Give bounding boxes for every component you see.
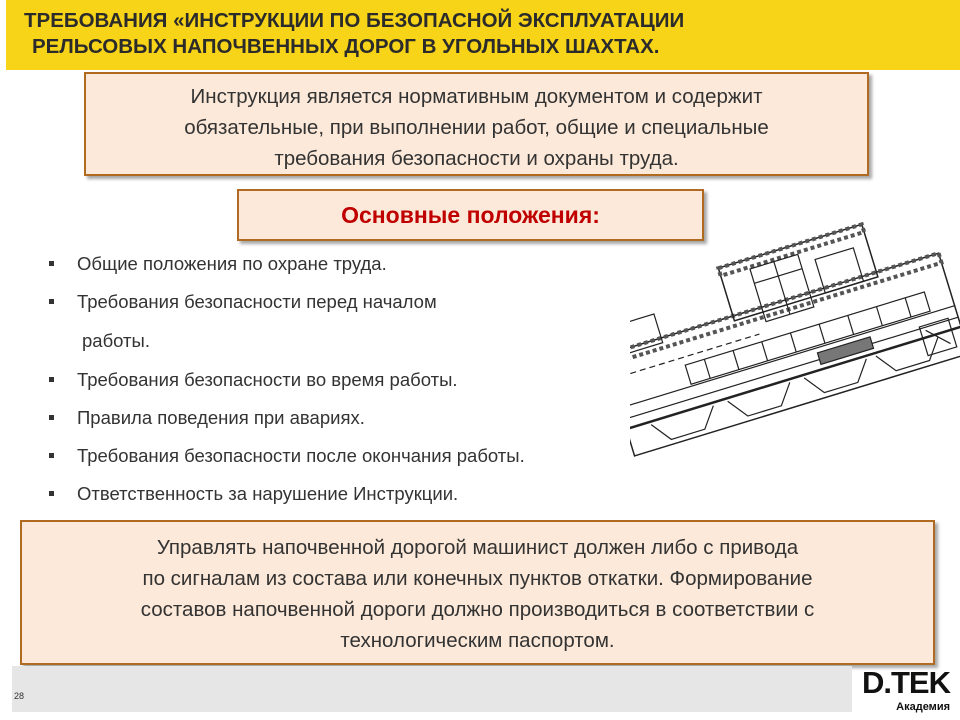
note-line-2: по сигналам из состава или конечных пунк… <box>142 567 813 590</box>
list-item-text: Общие положения по охране труда. <box>77 253 387 274</box>
page-title: ТРЕБОВАНИЯ «ИНСТРУКЦИИ ПО БЕЗОПАСНОЙ ЭКС… <box>24 8 924 60</box>
intro-line-3: требования безопасности и охраны труда. <box>274 147 679 170</box>
note-box: Управлять напочвенной дорогой машинист д… <box>20 520 935 665</box>
bullet-marker <box>49 299 54 304</box>
section-title-box: Основные положения: <box>237 189 704 241</box>
bullet-list: Общие положения по охране труда. Требова… <box>46 248 666 516</box>
header-banner: ТРЕБОВАНИЯ «ИНСТРУКЦИИ ПО БЕЗОПАСНОЙ ЭКС… <box>0 0 960 70</box>
footer-bar <box>12 666 852 712</box>
note-line-4: технологическим паспортом. <box>340 629 615 652</box>
logo-subtitle: Академия <box>896 701 950 713</box>
section-title: Основные положения: <box>341 202 600 228</box>
list-item: Требования безопасности перед началом <box>46 286 666 324</box>
list-item: Требования безопасности после окончания … <box>46 440 666 478</box>
header-accent-bar <box>0 0 6 70</box>
list-item: Правила поведения при авариях. <box>46 402 666 440</box>
list-item: Ответственность за нарушение Инструкции. <box>46 478 666 516</box>
page-number: 28 <box>14 691 25 701</box>
list-item-text: Требования безопасности во время работы. <box>77 369 458 390</box>
list-item-continuation: работы. <box>82 330 150 351</box>
intro-line-2: обязательные, при выполнении работ, общи… <box>184 116 769 139</box>
bullet-marker <box>49 261 54 266</box>
list-item: Требования безопасности во время работы. <box>46 364 666 402</box>
list-item-text: Ответственность за нарушение Инструкции. <box>77 483 459 504</box>
list-item-text: Правила поведения при авариях. <box>77 407 365 428</box>
bullet-marker <box>49 491 54 496</box>
bullet-marker <box>49 453 54 458</box>
page-title-line-2: РЕЛЬСОВЫХ НАПОЧВЕННЫХ ДОРОГ В УГОЛЬНЫХ Ш… <box>32 35 660 58</box>
dtek-academy-logo: D.TEK Академия <box>862 666 960 720</box>
bullet-marker <box>49 415 54 420</box>
note-line-3: составов напочвенной дороги должно произ… <box>140 598 815 621</box>
page-title-line-1: ТРЕБОВАНИЯ «ИНСТРУКЦИИ ПО БЕЗОПАСНОЙ ЭКС… <box>24 9 685 32</box>
list-item: Общие положения по охране труда. <box>46 248 666 286</box>
bullet-marker <box>49 377 54 382</box>
intro-box: Инструкция является нормативным документ… <box>84 72 869 176</box>
list-item-text: Требования безопасности после окончания … <box>77 445 525 466</box>
technical-drawing-image <box>630 221 960 457</box>
list-item-text: Требования безопасности перед началом <box>77 291 437 312</box>
intro-line-1: Инструкция является нормативным документ… <box>190 85 763 108</box>
note-line-1: Управлять напочвенной дорогой машинист д… <box>156 536 799 559</box>
logo-wordmark: D.TEK <box>862 665 951 700</box>
